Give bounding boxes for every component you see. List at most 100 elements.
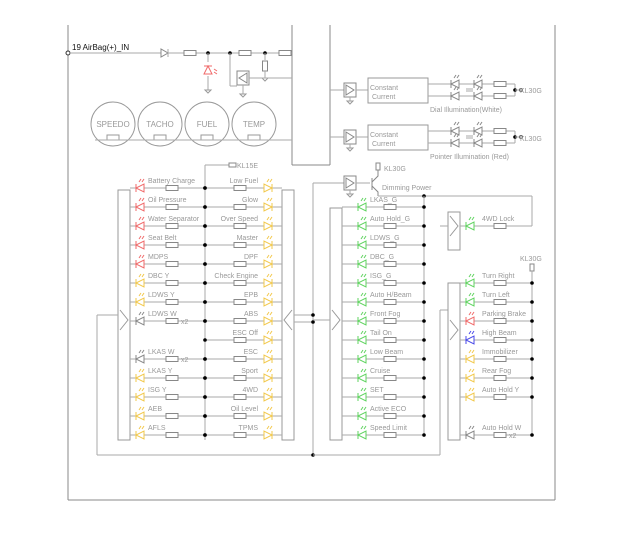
led-triangle xyxy=(464,354,475,364)
junction-dot xyxy=(203,395,207,399)
middle-indicator-dbc-g: DBC_G xyxy=(370,254,394,261)
led-rays xyxy=(138,425,145,430)
kl30g-right-label: KL30G xyxy=(520,256,542,263)
led-rays xyxy=(138,216,145,221)
led-rays xyxy=(453,133,460,138)
center-indicator-dpf: DPF xyxy=(244,254,258,261)
led-triangle xyxy=(356,354,367,364)
resistor xyxy=(233,204,247,210)
center-indicator-check-engine: Check Engine xyxy=(214,273,258,280)
left-indicator-oil-pressure: Oil Pressure xyxy=(148,197,187,204)
middle-indicator-ldws-g: LDWS_G xyxy=(370,235,400,242)
center-indicator-sport: Sport xyxy=(241,368,258,375)
led-triangle xyxy=(263,297,274,307)
led-icon xyxy=(263,425,274,440)
led-rays xyxy=(476,86,483,91)
left-indicator-ldws-w: LDWS W xyxy=(148,311,177,318)
connector-arrow xyxy=(283,309,293,331)
ground-icon xyxy=(345,100,355,105)
junction-dot xyxy=(203,338,207,342)
junction-dot xyxy=(203,376,207,380)
middle-indicator-speed-limit: Speed Limit xyxy=(370,425,407,432)
resistor xyxy=(383,223,397,229)
resistor xyxy=(493,128,507,134)
led-triangle xyxy=(356,335,367,345)
resistor xyxy=(383,356,397,362)
resistor xyxy=(165,204,179,210)
led-icon xyxy=(263,292,274,307)
led-triangle xyxy=(464,297,475,307)
led-triangle xyxy=(263,202,274,212)
resistor xyxy=(233,280,247,286)
gauge-label: TACHO xyxy=(146,120,173,129)
led-triangle xyxy=(263,221,274,231)
resistor xyxy=(165,299,179,305)
led-triangle xyxy=(134,297,145,307)
connector-block xyxy=(447,282,461,441)
led-rays xyxy=(213,68,218,75)
resistor xyxy=(233,185,247,191)
led-icon xyxy=(356,216,367,231)
junction-dot xyxy=(530,319,534,323)
led-icon xyxy=(464,330,475,345)
gauge-connector xyxy=(153,134,167,141)
led-triangle xyxy=(356,373,367,383)
middle-indicator-auto-h-beam: Auto H/Beam xyxy=(370,292,412,299)
led-icon xyxy=(464,216,475,231)
led-icon xyxy=(134,254,145,269)
led-triangle xyxy=(134,202,145,212)
center-indicator-esc-off: ESC Off xyxy=(232,330,258,337)
led-triangle xyxy=(472,126,483,136)
led-triangle xyxy=(134,240,145,250)
gauge-tacho xyxy=(137,101,183,147)
led-icon xyxy=(464,292,475,307)
led-triangle xyxy=(449,79,460,89)
junction-dot xyxy=(203,357,207,361)
led-triangle xyxy=(472,79,483,89)
junction-dot xyxy=(422,319,426,323)
junction-dot xyxy=(422,338,426,342)
resistor xyxy=(493,93,507,99)
resistor xyxy=(233,242,247,248)
middle-indicator-low-beam: Low Beam xyxy=(370,349,403,356)
led-triangle xyxy=(263,183,274,193)
resistor xyxy=(165,432,179,438)
diode-icon xyxy=(160,48,170,58)
dial-illumination-label: Dial Illumination(White) xyxy=(430,107,502,114)
junction-dot xyxy=(422,414,426,418)
center-indicator-over-speed: Over Speed xyxy=(221,216,258,223)
resistor xyxy=(165,261,179,267)
led-icon xyxy=(356,254,367,269)
led-rays xyxy=(266,178,273,183)
led-triangle xyxy=(356,240,367,250)
constant-current-box xyxy=(367,124,429,151)
junction-dot xyxy=(203,319,207,323)
led-triangle xyxy=(134,259,145,269)
led-icon xyxy=(134,425,145,440)
middle-indicator-lkas-g: LKAS_G xyxy=(370,197,397,204)
led-rays xyxy=(360,292,367,297)
led-rays xyxy=(360,406,367,411)
junction-dot xyxy=(530,300,534,304)
right-indicator-immobilizer: Immobilizer xyxy=(482,349,518,356)
gauge-connector xyxy=(106,134,120,141)
junction-dot xyxy=(311,320,315,324)
led-rays xyxy=(138,349,145,354)
led-triangle xyxy=(464,335,475,345)
led-icon xyxy=(134,197,145,212)
ground-icon xyxy=(238,93,248,98)
led-rays xyxy=(468,292,475,297)
dimming-power-label: Dimming Power xyxy=(382,185,432,192)
led-rays xyxy=(468,216,475,221)
led-rays xyxy=(138,273,145,278)
led-triangle xyxy=(449,126,460,136)
led-icon xyxy=(449,74,460,89)
led-triangle xyxy=(263,373,274,383)
resistor xyxy=(383,280,397,286)
led-triangle xyxy=(449,91,460,101)
led-count-label: x2 xyxy=(509,433,517,440)
buffer-icon xyxy=(238,72,248,84)
led-triangle xyxy=(464,373,475,383)
led-icon xyxy=(356,425,367,440)
